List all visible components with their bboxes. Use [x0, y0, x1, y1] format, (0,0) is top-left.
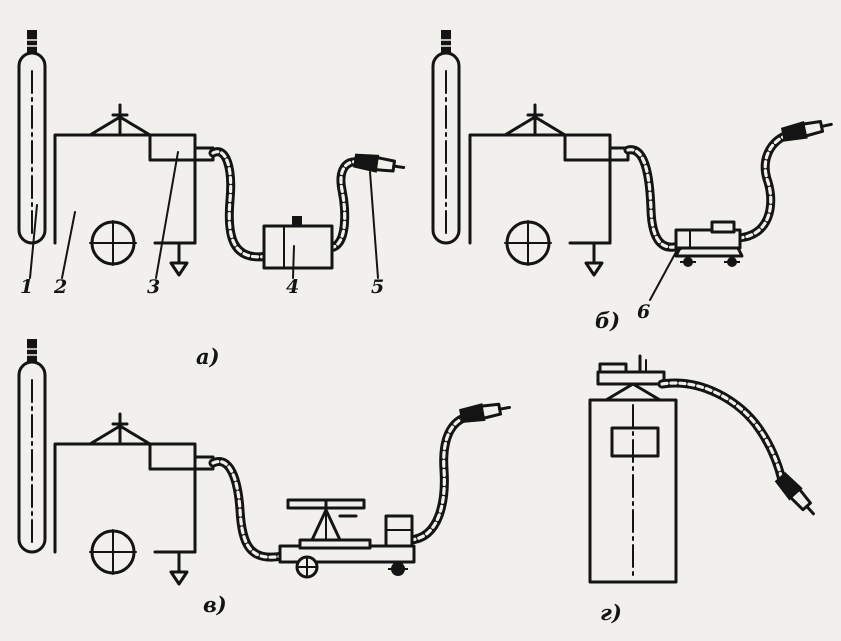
power-cabinet-b [468, 103, 630, 277]
caption-g: г) [600, 600, 622, 625]
setup-a: 1 2 3 4 5 а) [17, 28, 407, 369]
welding-torch-a [351, 150, 407, 178]
hose-g [657, 378, 787, 485]
label-6: 6 [637, 301, 650, 323]
welding-torch-b [779, 114, 835, 146]
label-5: 5 [371, 276, 384, 298]
gas-cylinder-a [17, 28, 47, 245]
label-4: 4 [286, 276, 299, 298]
hose-v-1 [208, 457, 287, 562]
caption-v: в) [203, 592, 227, 617]
gas-cylinder-b [431, 28, 461, 245]
wire-feeder-box [262, 224, 334, 270]
label-2: 2 [53, 276, 67, 298]
hose-a-1 [208, 147, 273, 262]
power-cabinet-a [53, 103, 215, 277]
label-1: 1 [20, 276, 33, 298]
welding-tractor [278, 498, 416, 579]
gas-cylinder-v [17, 337, 47, 554]
hose-v-2 [405, 411, 475, 545]
small-tractor [674, 220, 744, 267]
power-cabinet-v [53, 412, 215, 586]
caption-a: а) [196, 344, 220, 369]
label-3: 3 [147, 276, 160, 298]
setup-b: 6 б) [431, 28, 835, 333]
setup-g: г) [588, 354, 822, 625]
setup-v: в) [17, 337, 513, 617]
top-feeder [596, 354, 666, 402]
welding-torch-g [771, 469, 822, 522]
welding-torch-v [457, 397, 513, 427]
caption-b: б) [595, 308, 620, 333]
